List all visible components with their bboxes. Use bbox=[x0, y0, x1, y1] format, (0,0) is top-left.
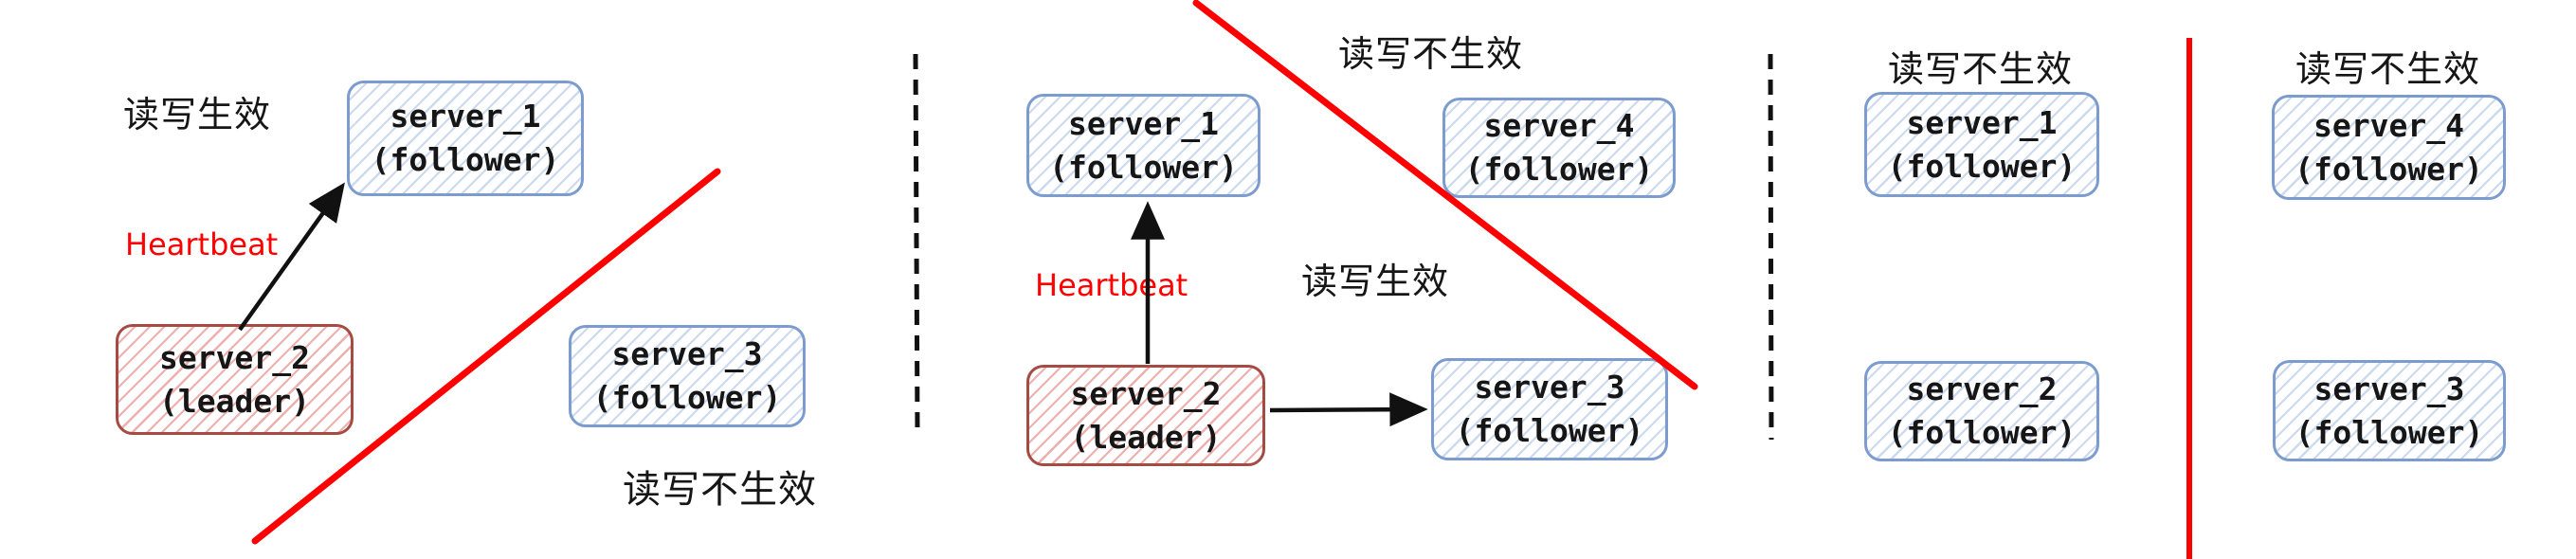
server-role: (leader) bbox=[159, 382, 310, 420]
server-box-panel4-server-3: server_3 (follower) bbox=[2273, 360, 2506, 461]
server-role: (follower) bbox=[1049, 148, 1238, 186]
server-name: server_2 bbox=[159, 338, 310, 376]
label-rw-not-effective-panel3: 读写不生效 bbox=[1888, 48, 2074, 90]
label-rw-effective-panel2: 读写生效 bbox=[1301, 261, 1450, 302]
server-box-panel2-server-1: server_1 (follower) bbox=[1026, 94, 1261, 197]
server-box-panel2-server-2: server_2 (leader) bbox=[1026, 365, 1265, 466]
label-heartbeat-panel1: Heartbeat bbox=[125, 226, 279, 262]
server-role: (leader) bbox=[1070, 418, 1222, 456]
server-role: (follower) bbox=[592, 379, 782, 416]
panel-separator-dashed-1 bbox=[913, 53, 920, 432]
server-name: server_4 bbox=[2313, 106, 2464, 144]
label-rw-not-effective-panel1: 读写不生效 bbox=[623, 468, 817, 512]
server-role: (follower) bbox=[1455, 412, 1644, 449]
server-name: server_3 bbox=[2313, 370, 2465, 407]
server-box-panel2-server-4: server_4 (follower) bbox=[1442, 98, 1676, 198]
label-rw-not-effective-panel2: 读写不生效 bbox=[1338, 33, 1524, 75]
label-rw-not-effective-panel4: 读写不生效 bbox=[2295, 48, 2481, 90]
server-role: (follower) bbox=[1887, 147, 2077, 185]
server-name: server_2 bbox=[1906, 370, 2058, 407]
server-name: server_3 bbox=[1474, 369, 1625, 406]
server-role: (follower) bbox=[371, 141, 560, 178]
server-box-panel1-server-1: server_1 (follower) bbox=[347, 81, 584, 196]
server-role: (follower) bbox=[1887, 414, 2077, 451]
server-box-panel1-server-3: server_3 (follower) bbox=[569, 325, 806, 427]
server-box-panel2-server-3: server_3 (follower) bbox=[1431, 358, 1668, 460]
server-role: (follower) bbox=[2295, 413, 2484, 451]
server-box-panel3-server-2: server_2 (follower) bbox=[1864, 361, 2099, 461]
server-name: server_1 bbox=[390, 98, 541, 135]
label-rw-effective-panel1: 读写生效 bbox=[123, 94, 272, 135]
panel-separator-dashed-2 bbox=[1768, 53, 1774, 441]
server-box-panel3-server-1: server_1 (follower) bbox=[1864, 92, 2099, 197]
label-heartbeat-panel2: Heartbeat bbox=[1035, 267, 1188, 303]
server-box-panel4-server-4: server_4 (follower) bbox=[2272, 95, 2506, 200]
replication-arrow-panel2 bbox=[1269, 392, 1428, 427]
server-name: server_2 bbox=[1070, 374, 1222, 412]
server-name: server_3 bbox=[611, 335, 763, 372]
server-name: server_4 bbox=[1483, 107, 1635, 144]
server-role: (follower) bbox=[1464, 151, 1654, 188]
server-role: (follower) bbox=[2295, 150, 2483, 188]
server-name: server_1 bbox=[1068, 104, 1219, 142]
server-box-panel1-server-2: server_2 (leader) bbox=[116, 324, 354, 435]
server-name: server_1 bbox=[1906, 103, 2058, 141]
